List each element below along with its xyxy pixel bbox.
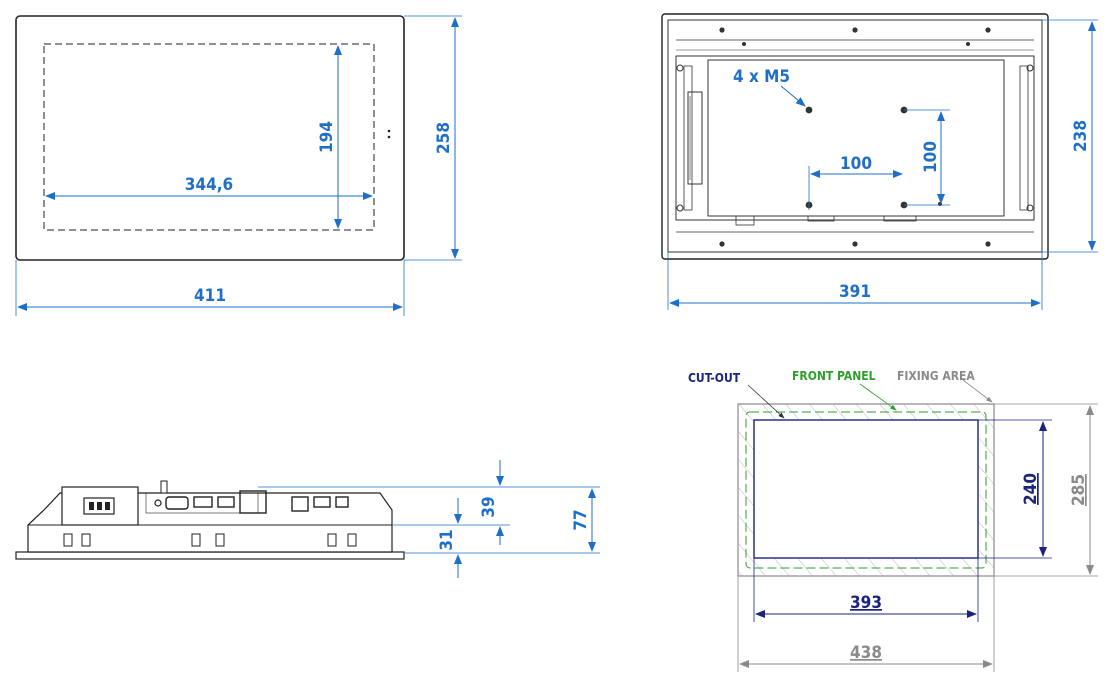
- rear-connector: [807, 215, 835, 222]
- side-terminal-pin: [89, 502, 94, 510]
- rear-right-rail: [1019, 65, 1029, 211]
- rear-bezel-outline: [661, 13, 1049, 260]
- side-port-lan: [313, 496, 331, 508]
- cutout-width-label: 393: [850, 593, 882, 613]
- vesa-v-label: 100: [921, 141, 941, 173]
- front-width-label: 411: [194, 286, 226, 306]
- housing-screw: [742, 42, 746, 46]
- front-panel-outline-dashed: [745, 411, 987, 569]
- housing-screw: [852, 27, 858, 33]
- side-terminal-block: [83, 497, 115, 515]
- rear-screw: [676, 204, 684, 212]
- housing-screw: [719, 241, 725, 247]
- side-port-dvi: [239, 490, 267, 514]
- cutout-outline: [753, 419, 979, 559]
- side-clip: [347, 533, 357, 547]
- side-base-plate: [15, 551, 405, 560]
- front-panel-outline: [15, 15, 405, 261]
- vesa-h-label: 100: [840, 154, 872, 174]
- rear-view: 4 x M5 100 100 238 391: [661, 13, 1098, 310]
- cutout-height-label: 240: [1021, 473, 1041, 505]
- fixing-area-label: FIXING AREA: [897, 369, 975, 383]
- rear-width-label: 391: [839, 282, 871, 302]
- side-port-round: [154, 499, 162, 507]
- side-port-hdmi: [217, 496, 235, 508]
- front-height-label: 258: [434, 122, 454, 154]
- side-clip: [63, 533, 73, 547]
- rear-connector: [735, 215, 755, 226]
- front-panel-leader: [859, 383, 897, 411]
- side-view: 39 31 77: [15, 460, 600, 578]
- housing-screw: [966, 42, 970, 46]
- rear-slot: [687, 91, 703, 185]
- front-led: [387, 135, 391, 139]
- housing-screw: [852, 241, 858, 247]
- rear-inner-frame: [675, 55, 1035, 221]
- front-view: 344,6 194 258 411: [15, 15, 462, 316]
- housing-screw: [719, 27, 725, 33]
- fixing-width-label: 438: [850, 643, 882, 663]
- cutout-label: CUT-OUT: [688, 371, 741, 385]
- side-clip: [327, 533, 337, 547]
- side-port-panel: [145, 492, 259, 514]
- side-port-usb: [291, 496, 309, 512]
- front-led: [387, 129, 391, 133]
- side-lower-depth-label: 31: [437, 529, 457, 550]
- rear-mounting-plate: [707, 59, 1005, 217]
- cutout-view: CUT-OUT FRONT PANEL FIXING AREA 240 285 …: [688, 369, 1098, 672]
- front-panel-label: FRONT PANEL: [792, 369, 876, 383]
- cutout-leader: [747, 384, 785, 419]
- screen-height-label: 194: [317, 121, 337, 153]
- vesa-screws-leader: [780, 85, 806, 107]
- housing-screw: [985, 27, 991, 33]
- screen-width-label: 344,6: [185, 175, 233, 195]
- side-upper-depth-label: 39: [479, 496, 499, 517]
- side-total-depth-label: 77: [571, 509, 591, 530]
- vesa-screws-label: 4 x M5: [733, 67, 790, 87]
- rear-screw: [1026, 204, 1034, 212]
- rear-housing: [667, 19, 1043, 253]
- rear-screw: [1026, 64, 1034, 72]
- side-port-usb: [193, 496, 213, 508]
- side-port-vga: [165, 496, 189, 510]
- side-clip: [215, 533, 225, 547]
- rear-screw: [676, 64, 684, 72]
- fixing-area-leader: [962, 379, 993, 403]
- housing-screw: [985, 241, 991, 247]
- fixing-height-label: 285: [1069, 474, 1089, 506]
- screen-area: [43, 43, 375, 231]
- side-port-small: [335, 496, 349, 508]
- rear-left-rail: [683, 65, 693, 211]
- side-terminal-pin: [97, 502, 102, 510]
- vesa-hole: [805, 106, 813, 114]
- side-antenna: [160, 480, 168, 494]
- side-clip: [191, 533, 201, 547]
- side-clip: [81, 533, 91, 547]
- side-terminal-pin: [105, 502, 110, 510]
- rear-connector: [883, 215, 917, 222]
- rear-height-label: 238: [1071, 120, 1091, 152]
